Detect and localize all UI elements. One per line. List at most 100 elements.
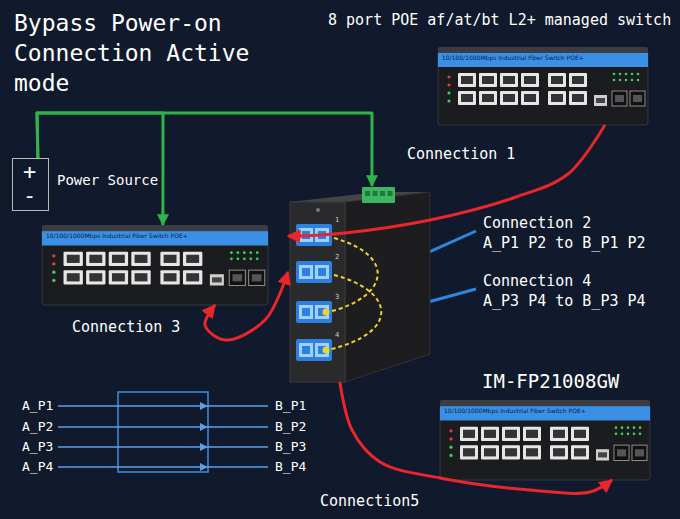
port-label: A_P4: [22, 459, 53, 475]
rj45-port: [571, 445, 589, 459]
rj45-port: [183, 252, 202, 266]
console-port: [594, 95, 607, 106]
switch-box: 8 port POE af/at/bt L2+ managed switch10…: [438, 47, 648, 125]
led: [447, 99, 450, 102]
led: [236, 251, 239, 254]
sc-port: [296, 301, 332, 323]
sc-core: [318, 268, 326, 276]
edge-label: Connection 1: [405, 145, 517, 163]
led: [619, 73, 622, 76]
link-dot: [323, 309, 330, 316]
mapping-arrow: [58, 446, 207, 448]
model-text: 10/100/1000Mbps Industrial Fiber Switch …: [444, 407, 586, 415]
rj45-port: [481, 427, 499, 441]
led: [621, 426, 624, 429]
rj45-socket: [463, 430, 475, 438]
sc-core: [302, 308, 310, 316]
led: [613, 79, 616, 82]
rj45-socket: [551, 94, 563, 102]
rj45-port: [160, 252, 179, 266]
led: [243, 258, 246, 261]
led: [631, 73, 634, 76]
sfp-socket: [252, 274, 262, 281]
sfp-port: [632, 445, 647, 460]
sfp-socket: [633, 95, 642, 102]
rj45-port: [523, 427, 541, 441]
terminal-screw: [380, 191, 385, 196]
rj45-socket: [89, 255, 102, 263]
led: [615, 426, 618, 429]
rj45-port: [160, 270, 179, 284]
sfp-port: [229, 270, 245, 285]
led: [230, 251, 233, 254]
sc-socket: [299, 305, 313, 319]
rj45-socket: [164, 255, 177, 263]
rj45-port: [523, 445, 541, 459]
rj45-port: [131, 270, 150, 284]
rj45-socket: [112, 255, 125, 263]
rj45-port: [458, 73, 476, 87]
led: [52, 262, 55, 265]
led: [236, 258, 239, 261]
mapping-arrow: [58, 466, 207, 468]
rj45-port: [86, 252, 105, 266]
leader-arrow: [395, 289, 476, 311]
rj45-socket: [89, 273, 102, 281]
port-label: A_P1: [22, 398, 53, 414]
mapping-arrow: [58, 405, 207, 407]
rj45-port: [458, 91, 476, 105]
mapping-frame: [118, 392, 208, 472]
power-wire: [37, 113, 163, 225]
rj45-port: [131, 252, 150, 266]
led: [449, 446, 452, 449]
mapping-arrow: [58, 426, 207, 428]
rj45-port: [500, 91, 518, 105]
led: [637, 73, 640, 76]
port-number: 3: [335, 293, 339, 302]
rj45-socket: [553, 430, 565, 438]
rj45-socket: [461, 76, 473, 84]
node-heading: Power Source: [57, 172, 158, 188]
callout-text: A_P1 P2 to B_P1 P2: [483, 234, 646, 252]
led: [633, 433, 636, 436]
rj45-port: [571, 427, 589, 441]
port-number: 1: [335, 216, 339, 225]
sc-socket: [299, 228, 313, 242]
port-label: B_P3: [275, 439, 306, 455]
led: [52, 271, 55, 274]
led: [249, 258, 252, 261]
rj45-port: [548, 91, 566, 105]
led: [627, 426, 630, 429]
led: [243, 251, 246, 254]
sc-core: [302, 346, 310, 354]
screw: [316, 208, 320, 212]
sfp-socket: [615, 95, 624, 102]
switch-body: [42, 229, 268, 305]
sc-socket: [299, 265, 313, 279]
led: [447, 83, 450, 86]
led: [615, 433, 618, 436]
led: [449, 454, 452, 457]
terminal-screw: [365, 191, 370, 196]
led: [447, 91, 450, 94]
rj45-socket: [463, 448, 475, 456]
rj45-socket: [112, 273, 125, 281]
rj45-socket: [135, 255, 148, 263]
rj45-socket: [461, 94, 473, 102]
power-terminal: [362, 187, 395, 203]
led: [449, 437, 452, 440]
internal-link: [328, 238, 378, 312]
console-port: [596, 449, 609, 460]
switch-band: [42, 231, 268, 245]
rj45-socket: [505, 430, 517, 438]
callout-text: A_P3 P4 to B_P3 P4: [483, 292, 646, 310]
sc-port: [296, 339, 332, 361]
rj45-socket: [551, 76, 563, 84]
led: [631, 79, 634, 82]
rj45-port: [569, 91, 587, 105]
rj45-socket: [482, 76, 494, 84]
led: [230, 258, 233, 261]
switch-top: [438, 47, 648, 54]
